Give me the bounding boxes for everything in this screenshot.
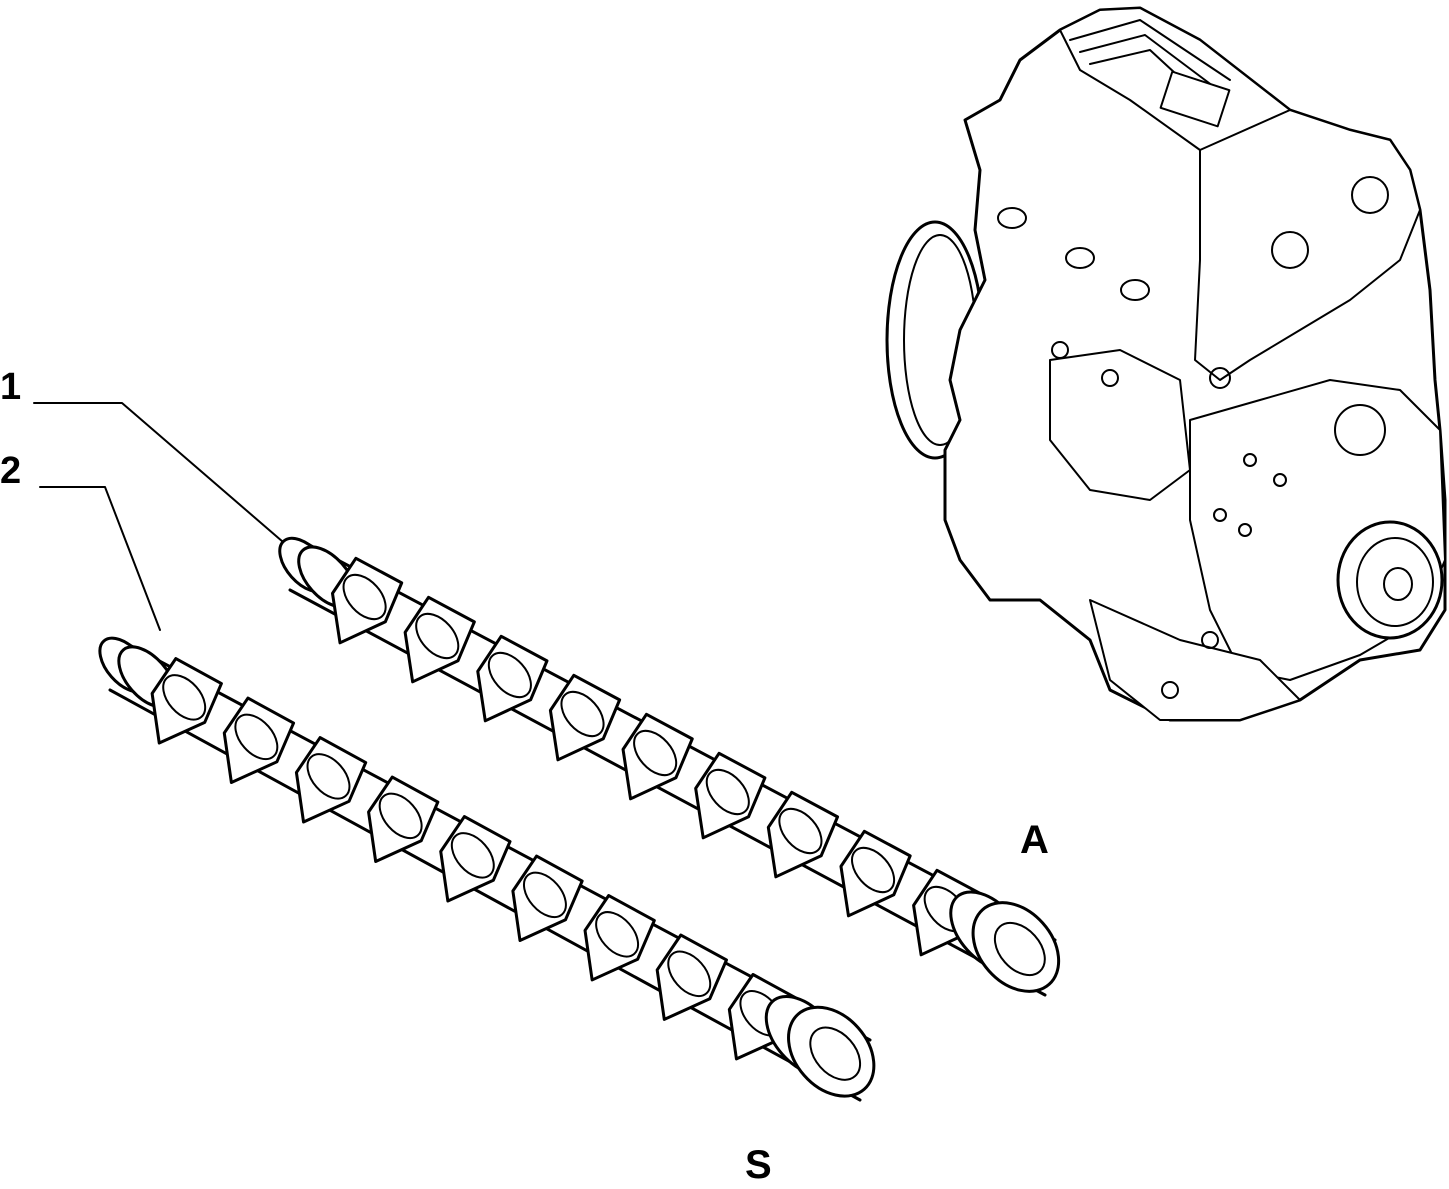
camshaft-1-front-flange [949, 890, 1061, 993]
leader-line-2 [39, 486, 161, 631]
camshaft-2-illustration [98, 636, 876, 1102]
camshaft-1-cam-lobe [839, 829, 912, 918]
camshaft-1-illustration [278, 536, 1061, 997]
engine-assembly-illustration [885, 6, 1447, 722]
camshaft-1-cam-lobe [476, 634, 549, 723]
camshaft-1-cam-lobe [403, 595, 476, 684]
camshaft-1-cam-lobe [694, 751, 767, 840]
camshaft-2-cam-lobe [655, 933, 728, 1021]
camshaft-1-cam-lobe [330, 556, 404, 645]
camshaft-2-cam-lobe [367, 775, 440, 863]
label-a: A [1020, 818, 1049, 862]
camshaft-2-cam-lobe [511, 854, 584, 942]
callout-number-1: 1 [0, 366, 22, 408]
camshaft-2-cam-lobe [222, 696, 296, 785]
label-s: S [745, 1143, 772, 1187]
camshaft-2-cam-lobe [294, 736, 368, 824]
camshaft-2-front-flange [764, 994, 876, 1098]
camshaft-2-cam-lobe [583, 894, 656, 982]
camshaft-1-cam-lobe [766, 790, 840, 879]
camshaft-1-cam-lobe [548, 673, 622, 762]
leader-line-1 [33, 402, 291, 549]
callout-number-2: 2 [0, 450, 22, 492]
camshaft-1-cam-lobe [621, 712, 694, 801]
camshaft-2-cam-lobe [150, 657, 223, 745]
camshaft-2-cam-lobe [439, 815, 512, 903]
